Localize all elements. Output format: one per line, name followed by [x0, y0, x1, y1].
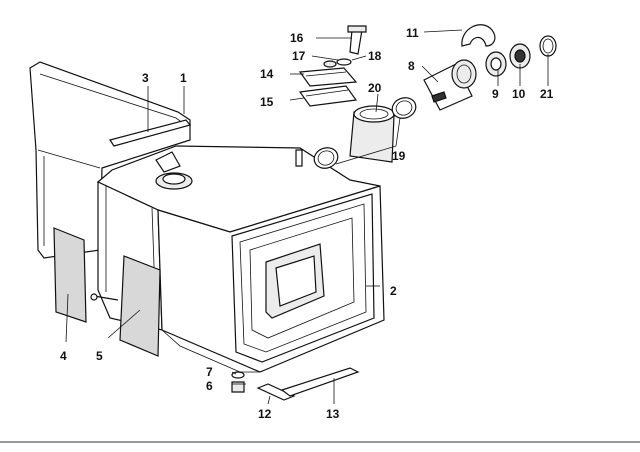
leader-lines: [65, 29, 549, 405]
callout-4: 4: [60, 349, 67, 363]
gasket-part-11: [461, 24, 496, 47]
callout-3: 3: [142, 71, 149, 85]
callout-2: 2: [390, 284, 397, 298]
bolt-part-6: [231, 381, 245, 393]
hose-clamp-19b: [391, 97, 417, 119]
strap-part-12: [256, 383, 296, 401]
main-fuel-tank: [96, 145, 385, 373]
bottom-divider: [0, 441, 640, 443]
filler-hose-20: [349, 105, 395, 163]
callout-19: 19: [392, 149, 406, 163]
callout-17: 17: [292, 49, 306, 63]
filler-pipe-8: [423, 59, 477, 111]
callout-1: 1: [180, 71, 187, 85]
callout-15: 15: [260, 95, 274, 109]
callout-20: 20: [368, 81, 382, 95]
callout-13: 13: [326, 407, 340, 421]
callout-14: 14: [260, 67, 274, 81]
protective-plate-5: [90, 255, 161, 357]
bolt-part-16: [347, 25, 367, 55]
bracket-part-14: [298, 67, 358, 87]
bracket-part-15: [298, 85, 358, 107]
callout-10: 10: [512, 87, 526, 101]
spacer-part-17: [323, 60, 337, 68]
protective-plate-4: [53, 227, 87, 323]
callout-6: 6: [206, 379, 213, 393]
callout-11: 11: [406, 26, 419, 40]
sealing-ring-9: [485, 51, 507, 77]
callout-21: 21: [540, 87, 554, 101]
callout-7: 7: [206, 365, 213, 379]
callout-5: 5: [96, 349, 103, 363]
callout-9: 9: [492, 87, 499, 101]
callout-8: 8: [408, 59, 415, 73]
callout-18: 18: [368, 49, 382, 63]
washer-part-18: [336, 58, 352, 66]
callout-16: 16: [290, 31, 304, 45]
callout-12: 12: [258, 407, 272, 421]
hose-clamp-19a: [313, 147, 339, 169]
o-ring-21: [539, 35, 557, 57]
strap-part-13: [280, 367, 360, 397]
strap-part-3: [109, 119, 192, 147]
